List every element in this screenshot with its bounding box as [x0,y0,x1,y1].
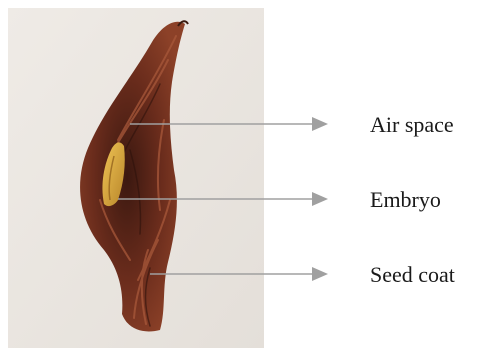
label-air-space: Air space [370,114,454,136]
label-embryo: Embryo [370,189,441,211]
arrowhead-embryo [312,192,328,206]
arrowhead-air-space [312,117,328,131]
arrowhead-seed-coat [312,267,328,281]
label-seed-coat: Seed coat [370,264,455,286]
